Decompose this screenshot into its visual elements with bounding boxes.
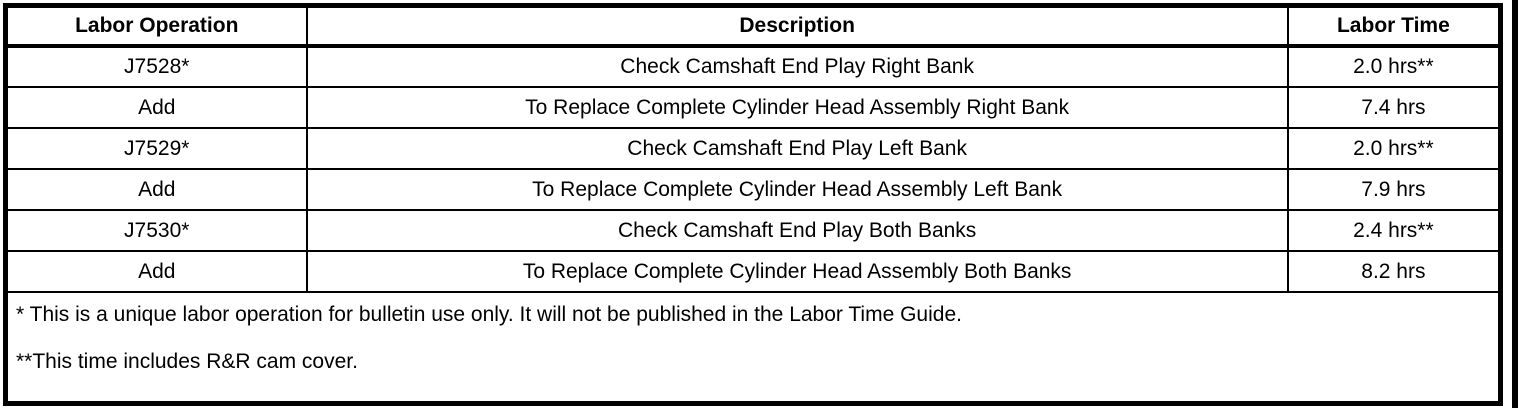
operation-cell: J7530* [4,209,308,252]
page-edge-line [1512,0,1518,408]
description-cell: Check Camshaft End Play Right Bank [305,45,1289,88]
labor-time-cell: 7.4 hrs [1286,86,1502,129]
operation-cell: Add [4,250,308,293]
labor-time-cell: 8.2 hrs [1286,250,1502,293]
table-row: Add To Replace Complete Cylinder Head As… [4,168,1502,211]
labor-time-cell: 7.9 hrs [1286,168,1502,211]
table-row: J7528* Check Camshaft End Play Right Ban… [4,45,1502,88]
footnote-time-includes: **This time includes R&R cam cover. [16,350,358,373]
description-cell: To Replace Complete Cylinder Head Assemb… [305,86,1289,129]
labor-operations-table: Labor Operation Description Labor Time J… [3,3,1503,406]
operation-cell: J7528* [4,45,308,88]
description-cell: To Replace Complete Cylinder Head Assemb… [305,250,1289,293]
operation-cell: Add [4,86,308,129]
description-cell: To Replace Complete Cylinder Head Assemb… [305,168,1289,211]
labor-time-cell: 2.0 hrs** [1286,127,1502,170]
table-row: J7529* Check Camshaft End Play Left Bank… [4,127,1502,170]
labor-time-cell: 2.4 hrs** [1286,209,1502,252]
footnotes-row: * This is a unique labor operation for b… [4,291,1502,405]
column-header-labor-time: Labor Time [1286,4,1502,48]
column-header-description: Description [305,4,1289,48]
labor-time-cell: 2.0 hrs** [1286,45,1502,88]
table-row: Add To Replace Complete Cylinder Head As… [4,86,1502,129]
footnote-unique-operation: * This is a unique labor operation for b… [16,303,962,326]
operation-cell: J7529* [4,127,308,170]
operation-cell: Add [4,168,308,211]
table-row: J7530* Check Camshaft End Play Both Bank… [4,209,1502,252]
footnotes-cell: * This is a unique labor operation for b… [4,291,1502,405]
table-row: Add To Replace Complete Cylinder Head As… [4,250,1502,293]
description-cell: Check Camshaft End Play Left Bank [305,127,1289,170]
header-row: Labor Operation Description Labor Time [4,4,1502,48]
column-header-labor-operation: Labor Operation [4,4,308,48]
description-cell: Check Camshaft End Play Both Banks [305,209,1289,252]
